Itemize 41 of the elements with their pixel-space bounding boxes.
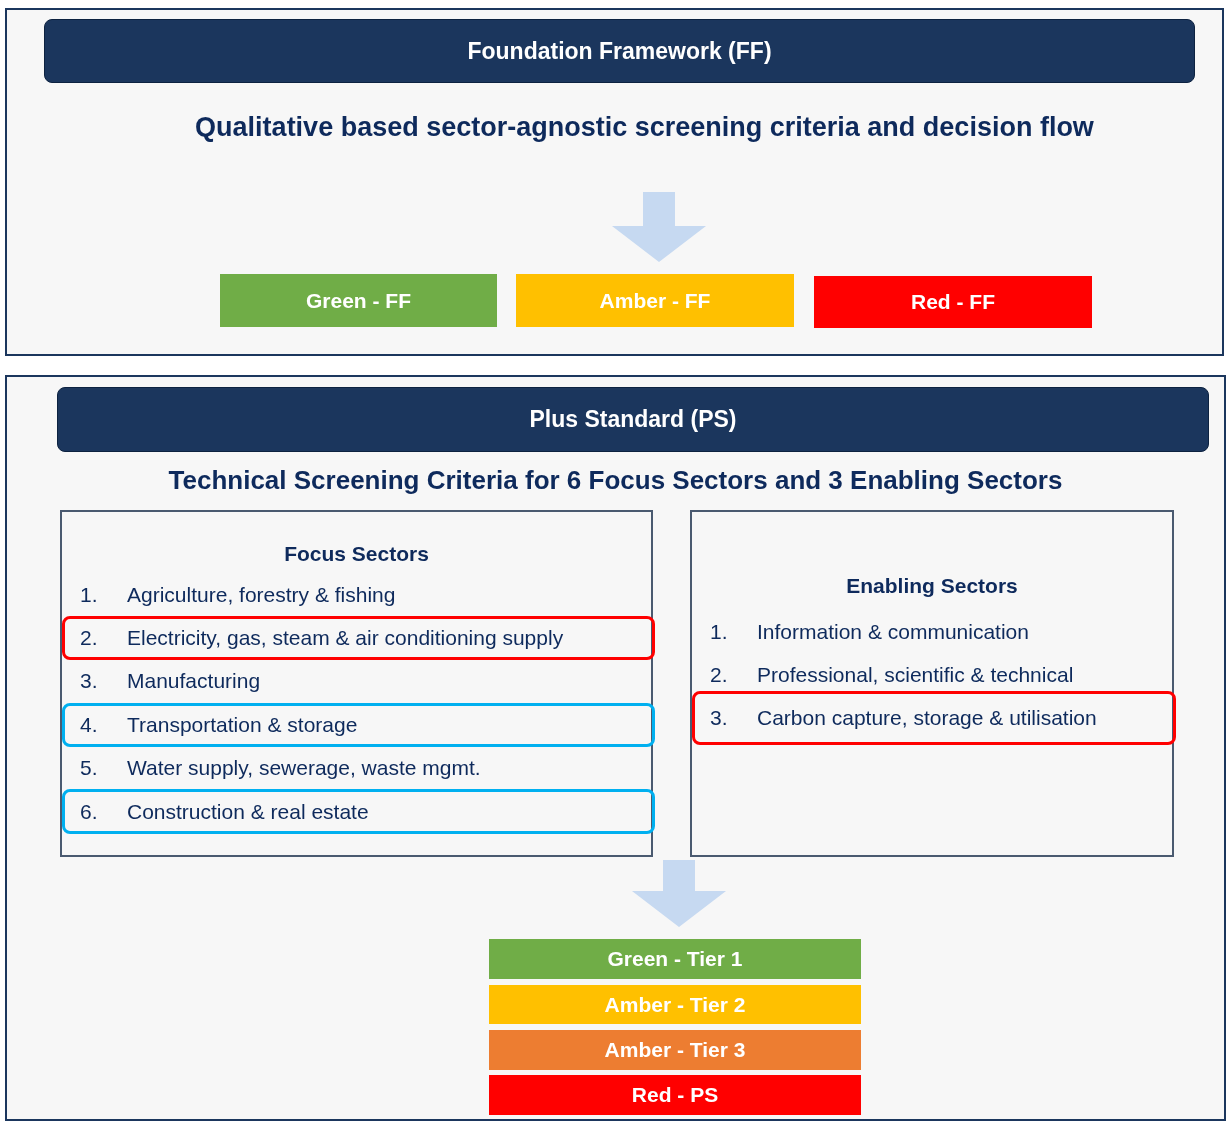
list-number: 4. <box>80 713 98 737</box>
list-item-text: Water supply, sewerage, waste mgmt. <box>127 756 481 780</box>
block-arrow <box>632 860 726 927</box>
list-number: 1. <box>80 583 98 607</box>
list-item-text: Transportation & storage <box>127 713 358 737</box>
list-item-text: Construction & real estate <box>127 799 369 824</box>
list-heading: Focus Sectors <box>283 542 430 566</box>
sector-list-box <box>690 510 1174 857</box>
highlight-outline <box>692 691 1176 745</box>
highlight-outline <box>62 616 655 660</box>
list-item-text: Electricity, gas, steam & air conditioning supply <box>127 626 564 650</box>
list-item-text: Information & communication <box>757 620 1029 644</box>
list-number: 5. <box>80 756 98 780</box>
list-number: 2. <box>80 626 98 650</box>
highlight-outline <box>62 789 655 834</box>
list-item-text: Agriculture, forestry & fishing <box>127 583 396 607</box>
rating-box: Red - PS <box>489 1075 861 1115</box>
rating-box: Green - FF <box>220 274 497 327</box>
section-panel <box>5 375 1226 1121</box>
list-number: 3. <box>710 706 728 730</box>
block-arrow <box>612 192 706 262</box>
section-subtitle: Qualitative based sector-agnostic screening criteria and decision flow <box>194 112 1095 143</box>
rating-box: Amber - FF <box>516 274 794 327</box>
header-banner: Foundation Framework (FF) <box>44 19 1195 83</box>
list-number: 2. <box>710 663 728 687</box>
list-number: 6. <box>80 799 98 824</box>
rating-box: Green - Tier 1 <box>489 939 861 979</box>
section-panel <box>5 8 1224 356</box>
sector-list-box <box>60 510 653 857</box>
list-item-text: Carbon capture, storage & utilisation <box>757 706 1097 730</box>
section-subtitle: Technical Screening Criteria for 6 Focus Sectors and 3 Enabling Sectors <box>167 465 1064 496</box>
rating-box: Amber - Tier 3 <box>489 1030 861 1070</box>
header-banner: Plus Standard (PS) <box>57 387 1209 452</box>
rating-box: Amber - Tier 2 <box>489 985 861 1024</box>
list-item-text: Professional, scientific & technical <box>757 663 1074 687</box>
list-number: 3. <box>80 669 98 693</box>
highlight-outline <box>62 703 655 747</box>
list-number: 1. <box>710 620 728 644</box>
list-item-text: Manufacturing <box>127 669 261 693</box>
list-heading: Enabling Sectors <box>845 574 1019 598</box>
rating-box: Red - FF <box>814 276 1092 328</box>
